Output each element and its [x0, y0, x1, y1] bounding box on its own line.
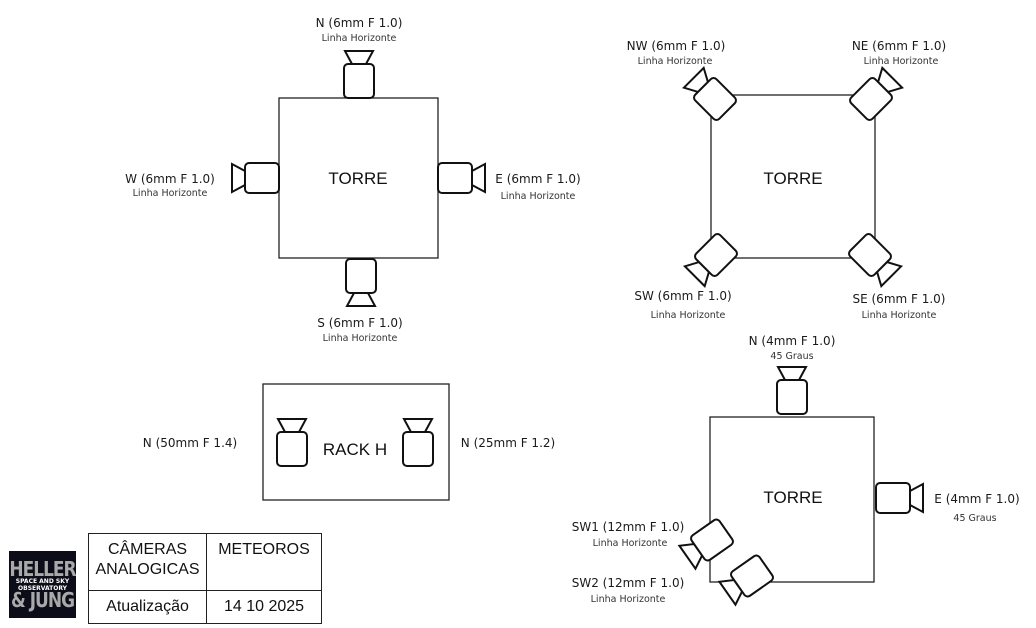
rack-title: RACK H	[323, 440, 387, 459]
tower-2-title: TORRE	[763, 169, 822, 188]
camera-sub-e4: 45 Graus	[953, 513, 996, 524]
tower-1-box	[278, 97, 439, 259]
logo-line-space: SPACE AND SKY	[15, 578, 70, 585]
camera-sub-sw: Linha Horizonte	[651, 310, 726, 321]
camera-icon	[343, 50, 375, 99]
table-row: Atualização 14 10 2025	[88, 590, 322, 624]
camera-label-s: S (6mm F 1.0)	[317, 316, 402, 330]
camera-sub-n: Linha Horizonte	[322, 33, 397, 44]
logo-line-heller: HELLER	[9, 557, 76, 582]
tower-2: TORRE NW (6mm F 1.0) Linha Horizonte NE …	[627, 39, 947, 321]
camera-icon	[345, 258, 377, 307]
heller-jung-logo: HELLER SPACE AND SKY OBSERVATORY & JUNG	[9, 551, 76, 618]
camera-sub-sw1: Linha Horizonte	[593, 538, 668, 549]
camera-sub-w: Linha Horizonte	[133, 188, 208, 199]
tower-2-box	[710, 94, 876, 259]
camera-label-ne: NE (6mm F 1.0)	[852, 39, 946, 53]
camera-sub-s: Linha Horizonte	[323, 333, 398, 344]
camera-label-sw2: SW2 (12mm F 1.0)	[572, 576, 685, 590]
tower-1-title: TORRE	[328, 169, 387, 188]
camera-label-nw: NW (6mm F 1.0)	[627, 39, 726, 53]
table-cell-update-date: 14 10 2025	[206, 590, 322, 624]
table-cell-type: METEOROS	[206, 533, 322, 591]
camera-label-e4: E (4mm F 1.0)	[934, 492, 1019, 506]
camera-label-n4: N (4mm F 1.0)	[749, 334, 836, 348]
camera-label-n50: N (50mm F 1.4)	[143, 436, 237, 450]
tower-3-box	[709, 416, 875, 583]
camera-label-n: N (6mm F 1.0)	[316, 16, 403, 30]
table-cell-update-label: Atualização	[88, 590, 207, 624]
camera-sub-n4: 45 Graus	[770, 351, 813, 362]
camera-sub-nw: Linha Horizonte	[638, 56, 713, 67]
camera-label-w: W (6mm F 1.0)	[125, 172, 215, 186]
camera-icon	[875, 482, 924, 514]
camera-icon	[231, 162, 280, 194]
camera-label-e: E (6mm F 1.0)	[495, 172, 580, 186]
camera-icon	[437, 162, 486, 194]
camera-sub-se: Linha Horizonte	[862, 310, 937, 321]
camera-label-sw: SW (6mm F 1.0)	[634, 289, 731, 303]
camera-sub-sw2: Linha Horizonte	[591, 594, 666, 605]
camera-sub-ne: Linha Horizonte	[864, 56, 939, 67]
camera-sub-e: Linha Horizonte	[501, 191, 576, 202]
camera-label-sw1: SW1 (12mm F 1.0)	[572, 520, 685, 534]
tower-3: TORRE N (4mm F 1.0) 45 Graus E (4mm F 1.…	[572, 334, 1020, 607]
logo-line-jung: & JUNG	[10, 588, 75, 613]
tower-3-title: TORRE	[763, 488, 822, 507]
tower-1: TORRE N (6mm F 1.0) Linha Horizonte W (6…	[125, 16, 581, 344]
camera-label-se: SE (6mm F 1.0)	[852, 292, 945, 306]
camera-icon	[776, 366, 808, 415]
camera-label-n25: N (25mm F 1.2)	[461, 436, 555, 450]
camera-icon	[402, 418, 434, 467]
logo-line-observatory: OBSERVATORY	[18, 585, 67, 592]
camera-icon	[276, 418, 308, 467]
rack-h: RACK H N (50mm F 1.4) N (25mm F 1.2)	[143, 383, 555, 501]
